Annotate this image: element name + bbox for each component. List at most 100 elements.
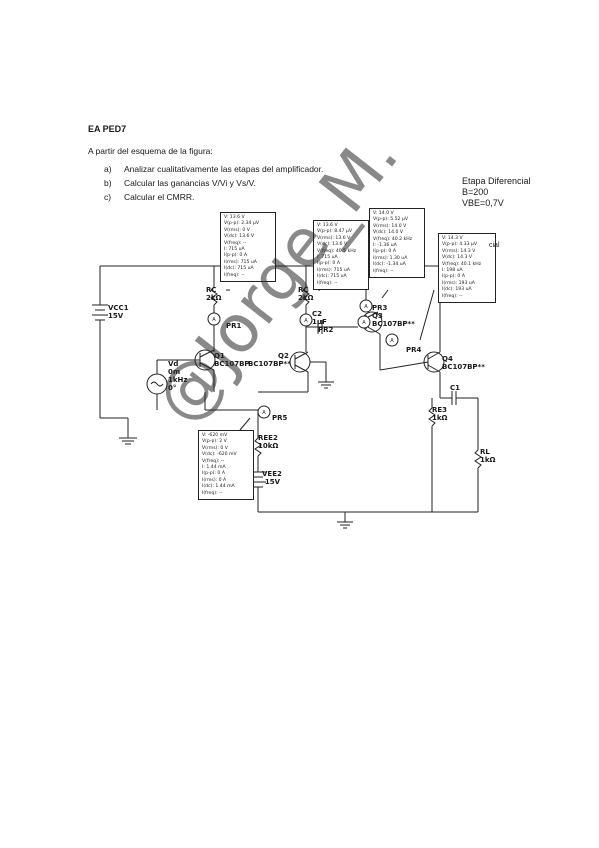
readout-line: V(freq): -- (224, 240, 247, 246)
task-label: c) (104, 192, 112, 202)
component-name: Q2 (278, 352, 289, 360)
probe-glyph: A (262, 410, 266, 416)
probe-readout-pr2: V: 13.6 V V(p-p): 8.47 µV V(rms): 13.6 V… (313, 220, 369, 291)
c2-label: C2 1µF (312, 310, 327, 326)
readout-line: V(dc): -620 mV (202, 452, 237, 458)
readout-line: V(rms): 0 V (202, 445, 228, 451)
readout-line: V(dc): 14.3 V (442, 255, 473, 261)
component-value: 1kΩ (480, 456, 496, 464)
q2-model-label: BC107BP** (248, 360, 291, 368)
component-name: VEE2 (262, 470, 282, 478)
readout-line: I(p-p): 0 A (442, 274, 465, 280)
readout-line: I(p-p): 0 A (224, 253, 247, 259)
component-value: -15V (262, 478, 281, 486)
task-text: Calcular el CMRR. (124, 192, 195, 202)
readout-line: V(p-p): 4.33 µV (442, 242, 477, 248)
readout-line: V: 13.6 V (317, 223, 338, 228)
task-item-b: b) Calcular las ganancias V/Vi y Vs/V. (104, 178, 256, 188)
q4-label: Q4 BC107BP** (442, 355, 485, 371)
readout-line: I: 715 uA (224, 247, 245, 253)
probe-readout-pr3: V: 14.0 V V(p-p): 5.52 µV V(rms): 14.0 V… (369, 208, 425, 279)
readout-line: V(freq): 40.2 kHz (373, 236, 413, 242)
readout-line: I(freq): -- (373, 268, 394, 274)
vee2-label: VEE2 -15V (262, 470, 282, 486)
q3-label: Q3 BC107BP** (372, 312, 415, 328)
probe-glyph: A (390, 338, 394, 344)
readout-line: I(freq): -- (224, 272, 245, 278)
component-value: 0° (168, 384, 177, 392)
readout-line: V: 13.6 V (224, 215, 245, 220)
component-name: RC (298, 286, 309, 294)
component-value: 0m (168, 368, 181, 376)
component-value: 1µF (312, 318, 327, 326)
component-value: 10kΩ (258, 442, 279, 450)
readout-line: V(p-p): 2 V (202, 439, 227, 445)
component-name: Q4 (442, 355, 453, 363)
readout-line: I(dc): 1.44 mA (202, 484, 235, 490)
component-name: RE3 (432, 406, 448, 414)
probe-glyph: A (212, 317, 216, 323)
task-item-c: c) Calcular el CMRR. (104, 192, 194, 202)
q2-label: Q2 (278, 352, 289, 360)
readout-line: I(rms): 1.30 uA (373, 255, 408, 261)
ree2-label: REE2 10kΩ (258, 434, 278, 450)
pr5-label: PR5 (272, 414, 288, 422)
readout-line: V(dc): 13.6 V (224, 234, 255, 240)
readout-line: V(freq): 40.1 kHz (442, 261, 482, 267)
intro-text: A partir del esquema de la figura: (88, 146, 213, 156)
c1-label: C1 (450, 384, 461, 392)
readout-line: V(freq): 40.5 kHz (317, 248, 357, 254)
stage-param-2: B=200 (462, 187, 489, 197)
task-label: a) (104, 164, 112, 174)
readout-line: V: 14.0 V (373, 211, 394, 216)
pr4-label: PR4 (406, 346, 422, 354)
component-value: 2kΩ (298, 294, 314, 302)
readout-line: I(rms): 715 uA (317, 267, 350, 273)
probe-glyph: A (364, 304, 368, 310)
probe-readout-pr4: V: 14.3 V V(p-p): 4.33 µV V(rms): 14.3 V… (438, 233, 496, 304)
readout-line: I(rms): 715 uA (224, 259, 257, 265)
component-name: Vd (168, 360, 179, 368)
component-value: BC107BP (214, 360, 250, 368)
probe-glyph: A (304, 318, 308, 324)
component-name: Q3 (372, 312, 383, 320)
partial-label: cial (489, 242, 500, 249)
probe-readout-pr5: V: -620 mV V(p-p): 2 V V(rms): 0 V V(dc)… (198, 430, 254, 501)
readout-line: I: 198 uA (442, 268, 463, 274)
task-label: b) (104, 178, 112, 188)
rc2-label: RC 2kΩ (298, 286, 313, 302)
rc1-label: RC 2kΩ (206, 286, 221, 302)
component-value: 2kΩ (206, 294, 222, 302)
probe-readout-pr1: V: 13.6 V V(p-p): 2.34 µV V(rms): 0 V V(… (220, 212, 276, 283)
component-name: REE2 (258, 434, 278, 442)
readout-line: I: 715 uA (317, 255, 338, 261)
pr2-label: PR2 (318, 326, 334, 334)
probe-glyph: A (362, 320, 366, 326)
component-value: BC107BP** (372, 320, 415, 328)
readout-line: V: -620 mV (202, 433, 228, 438)
readout-line: V(rms): 14.3 V (442, 248, 476, 254)
readout-line: I(freq): -- (202, 490, 223, 496)
readout-line: V(rms): 0 V (224, 227, 250, 233)
readout-line: V(rms): 14.0 V (373, 223, 407, 229)
readout-line: I(p-p): 0 A (317, 261, 340, 267)
readout-line: V(dc): 14.0 V (373, 230, 404, 236)
readout-line: V(p-p): 2.34 µV (224, 221, 259, 227)
component-name: C2 (312, 310, 323, 318)
task-text: Calcular las ganancias V/Vi y Vs/V. (124, 178, 256, 188)
re3-label: RE3 1kΩ (432, 406, 447, 422)
component-name: VCC1 (108, 304, 129, 312)
component-value: 1kHz (168, 376, 188, 384)
readout-line: I: -1.36 uA (373, 243, 397, 249)
q1-label: Q1 BC107BP (214, 352, 250, 368)
readout-line: V(dc): 13.6 V (317, 242, 348, 248)
component-value: 15V (108, 312, 124, 320)
component-name: Q1 (214, 352, 225, 360)
stage-param-3: VBE=0,7V (462, 198, 504, 208)
component-value: 1kΩ (432, 414, 448, 422)
readout-line: V(rms): 13.6 V (317, 235, 351, 241)
readout-line: V: 14.3 V (442, 236, 463, 241)
readout-line: I: 1.44 mA (202, 465, 226, 471)
pr3-label: PR3 (372, 304, 388, 312)
